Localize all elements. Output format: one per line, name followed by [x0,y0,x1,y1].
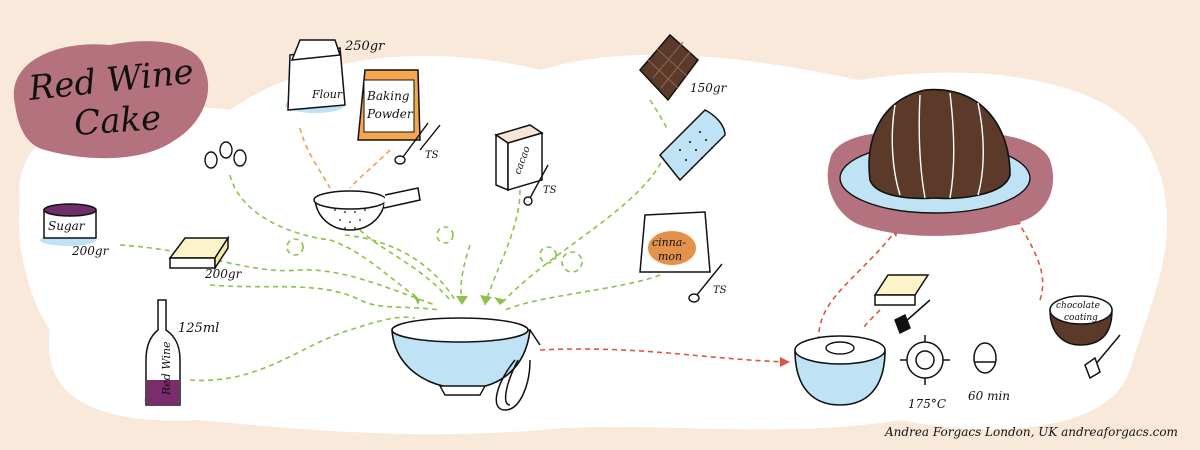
flour-label: Flour [311,88,343,101]
whisk-icon [495,329,541,411]
sugar-qty: 200gr [71,244,110,258]
title-blob [13,41,209,159]
wine-label: Red Wine [160,341,173,396]
sieve-icon [313,187,421,231]
pastry-brush-icon [1084,334,1121,380]
wine-qty: 125ml [178,321,219,336]
coating-label-2: coating [1064,313,1098,323]
flour-qty: 250gr [344,39,385,54]
cinnamon-label-2: mon [658,250,682,263]
mixing-bowl-icon [391,317,531,396]
wine-bottle-icon: Red Wine [144,299,181,406]
bake-temperature: 175°C [908,397,946,411]
flour-bag-icon: Flour [285,39,346,113]
bake-time: 60 min [968,389,1010,403]
title-line2: Cake [73,98,163,144]
baking-powder-spoon: TS [425,150,439,161]
teaspoon-icon [523,164,549,206]
orange-arrows [299,127,391,189]
baking-powder-packet-icon: Baking Powder [357,69,421,141]
baking-powder-label-2: Powder [366,107,414,121]
cinnamon-bag-icon: cinna- mon [639,211,711,273]
sugar-label: Sugar [48,219,86,233]
timer-icon [973,342,997,374]
coating-label-1: chocolate [1056,301,1100,311]
arrowheads-green [412,292,506,305]
cinnamon-spoon: TS [713,285,727,296]
pastry-brush-icon [894,299,931,335]
bundt-cake-icon [868,88,1011,200]
artist-credit: Andrea Forgacs London, UK andreaforgacs.… [884,425,1178,439]
teaspoon-icon [394,122,441,165]
cinnamon-label-1: cinna- [652,236,686,249]
sugar-jar-icon: Sugar [40,203,97,246]
grater-icon [658,109,726,182]
cocoa-box-icon: cacao [494,124,544,192]
bundt-pan-icon [794,335,886,406]
eggs-icon [204,141,247,169]
butter-qty: 200gr [204,267,243,281]
chocolate-qty: 150gr [690,81,728,95]
chocolate-bar-icon [638,33,700,102]
cocoa-spoon: TS [543,185,557,196]
oven-dial-icon [900,335,950,385]
baking-powder-label-1: Baking [366,89,410,103]
chocolate-coating-bowl-icon: chocolate coating [1049,295,1113,346]
butter-icon [168,235,230,271]
teaspoon-icon [688,263,723,303]
butter-icon [873,274,930,306]
